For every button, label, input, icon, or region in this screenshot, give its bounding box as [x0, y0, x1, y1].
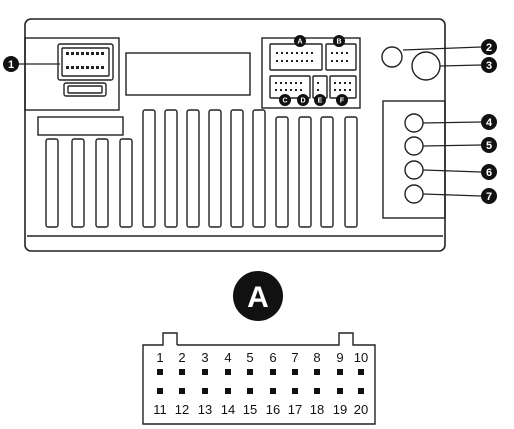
pin-square [202, 369, 208, 375]
pin-label: 20 [354, 402, 368, 417]
pin-square [157, 388, 163, 394]
callout-6: 6 [481, 164, 497, 180]
pin-square [157, 369, 163, 375]
pin-square [179, 388, 185, 394]
sub-connector-pins [275, 52, 351, 91]
callout-7: 7 [481, 188, 497, 204]
callout-5: 5 [481, 137, 497, 153]
pin-square [225, 388, 231, 394]
pin-label: 3 [201, 350, 208, 365]
leader-lines [17, 46, 482, 197]
port-letter-F: F [336, 94, 348, 106]
pin-label: 18 [310, 402, 324, 417]
pin-label: 13 [198, 402, 212, 417]
heatsink-vents [45, 109, 358, 228]
svg-text:E: E [318, 98, 323, 105]
port-letter-E: E [314, 94, 326, 106]
pin-label: 1 [156, 350, 163, 365]
iso-connector-pins [66, 52, 104, 69]
pin-label: 12 [175, 402, 189, 417]
pin-label: 17 [288, 402, 302, 417]
connector-letter-badge: A [233, 271, 283, 321]
pin-label: 11 [153, 402, 167, 417]
pin-square [247, 388, 253, 394]
connector-a-bottom-pins [157, 388, 364, 394]
port-letter-D: D [297, 94, 309, 106]
pin-square [179, 369, 185, 375]
pin-square [202, 388, 208, 394]
svg-text:B: B [336, 39, 341, 46]
rca-bay [382, 100, 446, 219]
pin-square [358, 369, 364, 375]
pin-square [270, 388, 276, 394]
pin-square [337, 369, 343, 375]
pin-label: 9 [336, 350, 343, 365]
svg-text:5: 5 [486, 140, 492, 152]
svg-text:4: 4 [486, 117, 493, 129]
callout-3: 3 [481, 57, 497, 73]
svg-text:6: 6 [486, 167, 492, 179]
svg-text:3: 3 [486, 60, 492, 72]
pin-square [292, 388, 298, 394]
pin-label: 16 [266, 402, 280, 417]
svg-text:2: 2 [486, 42, 492, 54]
pin-square [358, 388, 364, 394]
pin-square [247, 369, 253, 375]
port-letter-C: C [279, 94, 291, 106]
svg-text:1: 1 [8, 59, 14, 71]
port-letter-A: A [294, 35, 306, 47]
connector-a-bottom-pin-labels: 11 12 13 14 15 16 17 18 19 20 [153, 402, 368, 417]
pin-label: 8 [313, 350, 320, 365]
pin-label: 6 [269, 350, 276, 365]
connector-a-top-pins [157, 369, 364, 375]
pin-label: 10 [354, 350, 368, 365]
display-window [37, 52, 251, 136]
pin-label: 19 [333, 402, 347, 417]
svg-text:F: F [340, 98, 345, 105]
svg-text:A: A [297, 39, 302, 46]
port-letter-B: B [333, 35, 345, 47]
connector-a-housing [142, 332, 376, 425]
callout-2: 2 [481, 39, 497, 55]
pin-label: 5 [246, 350, 253, 365]
callout-4: 4 [481, 114, 497, 130]
pin-label: 15 [243, 402, 257, 417]
pin-square [337, 388, 343, 394]
callout-1: 1 [3, 56, 19, 72]
svg-text:C: C [282, 98, 287, 105]
pin-label: 14 [221, 402, 235, 417]
pin-label: 4 [224, 350, 231, 365]
antenna-jacks [381, 46, 441, 81]
pin-square [225, 369, 231, 375]
pin-square [314, 388, 320, 394]
svg-text:D: D [300, 98, 305, 105]
pin-square [270, 369, 276, 375]
pin-square [314, 369, 320, 375]
svg-text:7: 7 [486, 191, 492, 203]
svg-text:A: A [247, 281, 269, 314]
iso-connector-bay [24, 37, 120, 111]
pin-label: 2 [178, 350, 185, 365]
pin-square [292, 369, 298, 375]
pin-label: 7 [291, 350, 298, 365]
